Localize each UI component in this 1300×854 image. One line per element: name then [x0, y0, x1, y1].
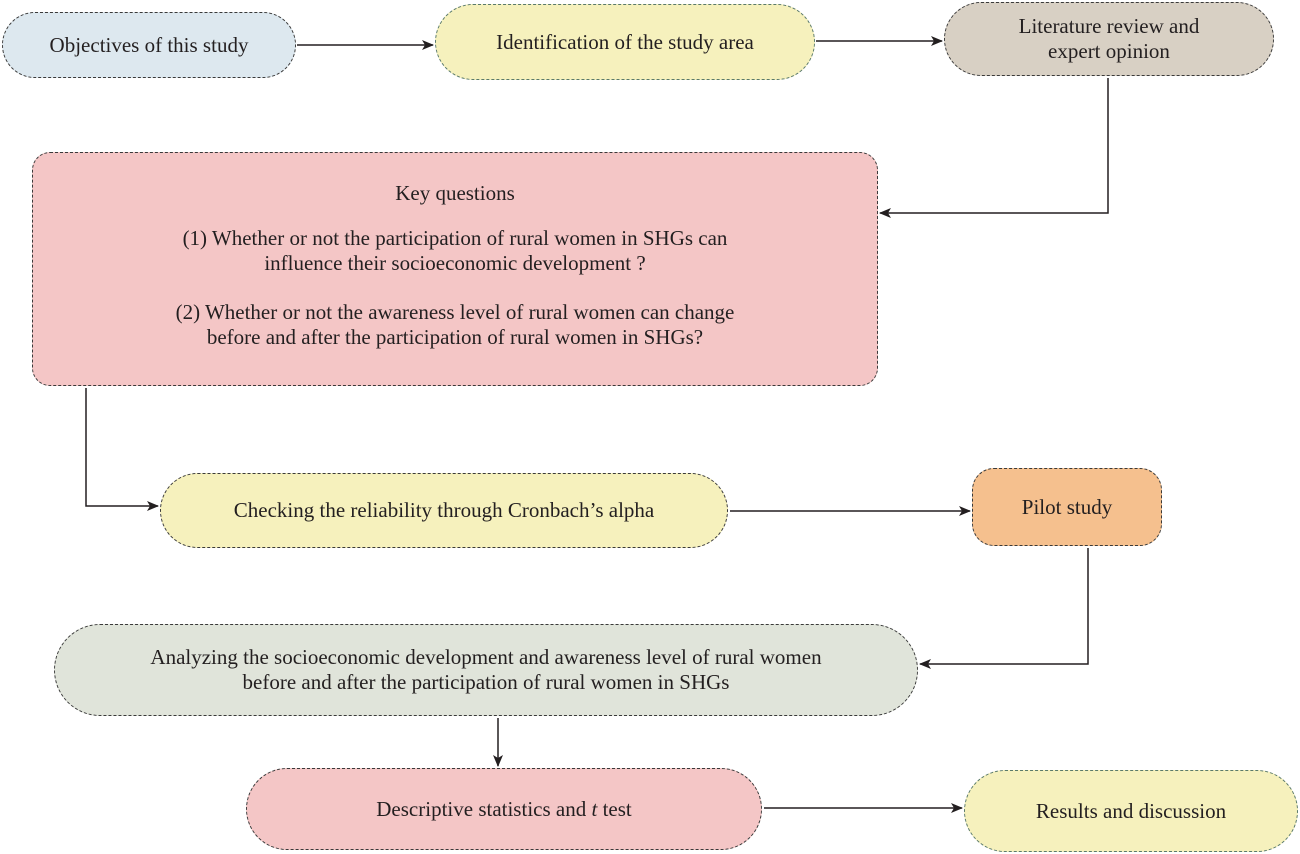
key-question-2-line-2: before and after the participation of ru…	[206, 325, 704, 349]
node-key-questions: Key questions (1) Whether or not the par…	[32, 152, 878, 386]
node-descriptive-statistics: Descriptive statistics and t test	[246, 768, 762, 850]
node-analyzing-line-2: before and after the participation of ru…	[242, 670, 730, 694]
node-literature-review: Literature review and expert opinion	[944, 2, 1274, 76]
node-identification-label: Identification of the study area	[496, 29, 754, 54]
arrow-literature-to-key-questions	[879, 78, 1109, 218]
node-descriptive-suffix: test	[597, 796, 632, 821]
node-results-discussion: Results and discussion	[964, 770, 1298, 852]
key-question-1-line-2: influence their socioeconomic developmen…	[264, 251, 646, 275]
node-analyzing: Analyzing the socioeconomic development …	[54, 624, 918, 716]
node-cronbach-label: Checking the reliability through Cronbac…	[233, 498, 655, 522]
node-analyzing-line-1: Analyzing the socioeconomic development …	[150, 645, 822, 669]
key-questions-title: Key questions	[395, 181, 515, 205]
key-question-2-line-1: (2) Whether or not the awareness level o…	[175, 300, 735, 324]
arrow-pilot-to-analyzing	[919, 548, 1089, 669]
node-objectives-label: Objectives of this study	[49, 32, 249, 57]
node-pilot-study: Pilot study	[972, 468, 1162, 546]
key-question-2: (2) Whether or not the awareness level o…	[176, 300, 735, 350]
node-descriptive-label: Descriptive statistics and t test	[376, 797, 631, 822]
node-literature-line-2: expert opinion	[1048, 39, 1170, 63]
node-literature-line-1: Literature review and	[1018, 14, 1200, 38]
node-cronbach-reliability: Checking the reliability through Cronbac…	[160, 473, 728, 548]
node-pilot-label: Pilot study	[1021, 494, 1113, 519]
node-identification: Identification of the study area	[435, 4, 815, 80]
node-descriptive-prefix: Descriptive statistics and	[376, 796, 592, 821]
arrow-key-questions-to-cronbach	[85, 388, 159, 511]
key-question-1: (1) Whether or not the participation of …	[183, 226, 728, 276]
node-results-label: Results and discussion	[1035, 798, 1227, 823]
key-question-1-line-1: (1) Whether or not the participation of …	[182, 226, 728, 250]
node-descriptive-italic: t	[591, 796, 598, 821]
node-objectives: Objectives of this study	[2, 12, 296, 78]
